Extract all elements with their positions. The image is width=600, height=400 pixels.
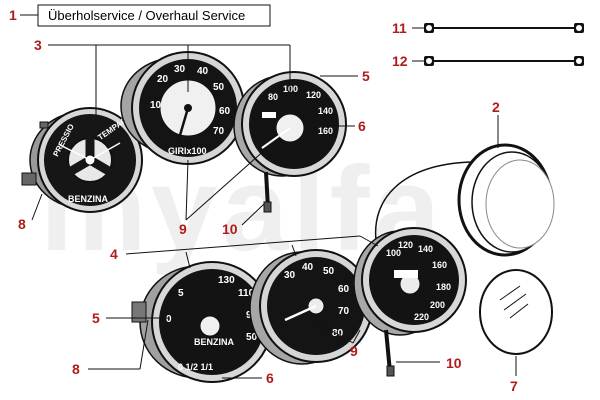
svg-text:220: 220: [414, 312, 429, 322]
svg-text:160: 160: [318, 126, 333, 136]
combination-gauge-top-left: TEMPACQUA PRESSIO BENZINA: [21, 105, 143, 213]
svg-text:70: 70: [338, 306, 350, 317]
callout-6-bottom: 6: [266, 370, 274, 386]
svg-text:140: 140: [418, 244, 433, 254]
svg-text:70: 70: [213, 126, 225, 137]
callout-5-top: 5: [362, 68, 370, 84]
svg-text:40: 40: [197, 66, 209, 77]
svg-text:120: 120: [398, 240, 413, 250]
callout-9-top: 9: [179, 221, 187, 237]
header-number: 1: [9, 7, 17, 23]
svg-text:180: 180: [436, 282, 451, 292]
svg-text:100: 100: [283, 84, 298, 94]
speedometer-cable-11: [424, 23, 584, 33]
callout-8-top: 8: [18, 216, 26, 232]
callout-6-top: 6: [358, 118, 366, 134]
speedometer-cable-12: [424, 56, 584, 66]
callout-4: 4: [110, 246, 118, 262]
svg-text:40: 40: [302, 262, 314, 273]
gauge1-bottom-text: BENZINA: [68, 194, 108, 204]
callout-8-bottom: 8: [72, 361, 80, 377]
svg-text:30: 30: [174, 64, 186, 75]
svg-text:200: 200: [430, 300, 445, 310]
tachometer-bottom: 40 50 60 70 80 30: [249, 249, 373, 365]
leader-lines: [31, 27, 517, 379]
header-title: Überholservice / Overhaul Service: [48, 8, 245, 23]
speedometer-top: 80 100 120 140 160: [233, 71, 347, 213]
svg-text:10: 10: [150, 100, 162, 111]
gauge-glass: [479, 269, 553, 355]
svg-text:60: 60: [219, 106, 231, 117]
svg-text:50: 50: [246, 332, 258, 343]
svg-text:30: 30: [284, 270, 296, 281]
svg-text:60: 60: [338, 284, 350, 295]
svg-text:50: 50: [323, 266, 335, 277]
svg-text:100: 100: [386, 248, 401, 258]
svg-text:20: 20: [157, 74, 169, 85]
header: 1 Überholservice / Overhaul Service: [9, 4, 271, 27]
svg-text:80: 80: [268, 92, 278, 102]
callout-9-bottom: 9: [350, 343, 358, 359]
callout-2: 2: [492, 99, 500, 115]
svg-text:140: 140: [318, 106, 333, 116]
svg-text:130: 130: [218, 275, 235, 286]
svg-text:110: 110: [238, 288, 255, 299]
callout-7: 7: [510, 378, 518, 394]
gauge2-bottom-text: GIRIx100: [168, 146, 207, 156]
svg-text:50: 50: [213, 82, 225, 93]
callout-12: 12: [392, 53, 408, 69]
callout-10-bottom: 10: [446, 355, 462, 371]
gauge5-bottom-text: 0 1/2 1/1: [178, 362, 213, 372]
bezel-ring: [374, 143, 555, 257]
gauge5-center-text: BENZINA: [194, 337, 234, 347]
callout-5-bottom: 5: [92, 310, 100, 326]
svg-text:80: 80: [332, 328, 344, 339]
callout-3: 3: [34, 37, 42, 53]
svg-text:120: 120: [306, 90, 321, 100]
callout-11: 11: [392, 20, 407, 36]
svg-text:5: 5: [178, 288, 184, 299]
callout-10-top: 10: [222, 221, 238, 237]
svg-text:160: 160: [432, 260, 447, 270]
callout-labels: 3 5 6 8 9 10 11 12 2 4 5 8 6 9 10 7: [18, 20, 518, 394]
svg-text:0: 0: [166, 314, 172, 325]
